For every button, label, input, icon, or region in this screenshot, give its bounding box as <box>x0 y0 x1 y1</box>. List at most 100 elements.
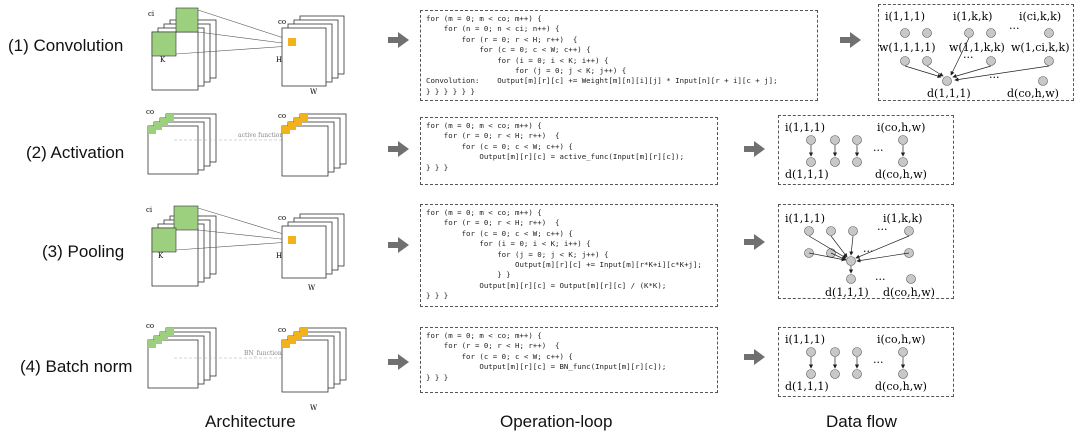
svg-text:d(co,h,w): d(co,h,w) <box>1007 87 1059 100</box>
svg-text:d(co,h,w): d(co,h,w) <box>883 286 935 299</box>
code-line: for (m = 0; m < co; m++) { <box>426 331 542 340</box>
k-label: K <box>160 56 166 64</box>
code-line: for (c = 0; c < W; c++) { <box>426 141 573 151</box>
arrow-icon <box>388 32 409 48</box>
caption-architecture: Architecture <box>205 412 296 431</box>
svg-text:d(co,h,w): d(co,h,w) <box>875 168 927 181</box>
pooling-architecture-diagram: ci K co H W <box>146 205 345 292</box>
activation-code-box: for (m = 0; m < co; m++) { for (r = 0; r… <box>420 117 718 185</box>
code-line: for (c = 0; c < W; c++) { <box>426 45 591 55</box>
code-line: for (r = 0; r < H; r++) { <box>426 218 560 228</box>
code-line: for (m = 0; m < co; m++) { <box>426 208 542 217</box>
ci-label: ci <box>148 10 155 18</box>
code-line: Output[m][r][c] = BN_func(Input[m][r][c]… <box>426 362 667 372</box>
code-line: Output[m][r][c] += Input[m][r*K+i][c*K+j… <box>426 260 702 270</box>
arrow-icon <box>388 354 409 370</box>
active-function-label: active function <box>238 132 283 139</box>
batch-norm-dataflow-graph: i(1,1,1) i(co,h,w) ··· d(1,1,1) d(co,h,w… <box>785 333 927 393</box>
svg-text:d(1,1,1): d(1,1,1) <box>785 168 829 181</box>
svg-text:d(co,h,w): d(co,h,w) <box>875 380 927 393</box>
convolution-dataflow-box: i(1,1,1) i(1,k,k) i(ci,k,k) ··· w(1,1,1,… <box>878 4 1074 101</box>
svg-text:···: ··· <box>873 356 884 369</box>
row-label-activation: (2) Activation <box>26 143 125 162</box>
code-line: for (i = 0; i < K; i++) { <box>426 55 609 65</box>
svg-text:i(ci,k,k): i(ci,k,k) <box>1019 10 1061 23</box>
svg-text:K: K <box>158 252 164 260</box>
code-line: for (c = 0; c < W; c++) { <box>426 228 573 238</box>
svg-text:i(co,h,w): i(co,h,w) <box>877 333 925 346</box>
w-label: W <box>310 88 318 96</box>
code-line: for (c = 0; c < W; c++) { <box>426 351 573 361</box>
activation-architecture-diagram: co active function co <box>146 108 347 177</box>
code-line: } } } <box>426 162 449 172</box>
row-label-batch-norm: (4) Batch norm <box>20 357 133 376</box>
code-line: Convolution: Output[m][r][c] += Weight[m… <box>426 76 778 86</box>
svg-text:···: ··· <box>875 273 886 286</box>
caption-data-flow: Data flow <box>826 412 897 431</box>
code-line: } } } <box>426 372 449 382</box>
code-line: for (m = 0; m < co; m++) { <box>426 121 542 130</box>
batch-norm-dataflow-box: i(1,1,1) i(co,h,w) ··· d(1,1,1) d(co,h,w… <box>778 327 954 397</box>
svg-text:i(1,k,k): i(1,k,k) <box>953 10 992 23</box>
pooling-dataflow-box: i(1,1,1) i(1,k,k) ··· ··· ··· d(1,1,1) d… <box>778 204 954 299</box>
svg-text:co: co <box>278 112 286 120</box>
row-label-convolution: (1) Convolution <box>8 36 124 55</box>
arrow-icon <box>744 349 765 365</box>
arrow-icon <box>744 141 765 157</box>
co-label: co <box>278 18 286 26</box>
arrow-icon <box>744 234 765 250</box>
pooling-dataflow-graph: i(1,1,1) i(1,k,k) ··· ··· ··· d(1,1,1) d… <box>785 212 935 299</box>
svg-text:···: ··· <box>963 51 974 64</box>
row-label-pooling: (3) Pooling <box>42 242 125 261</box>
svg-text:co: co <box>278 326 286 334</box>
svg-text:···: ··· <box>863 245 874 258</box>
batch-norm-architecture-diagram: co BN_function co W <box>146 322 347 412</box>
code-line: for (r = 0; r < H; r++) { <box>426 34 578 44</box>
svg-text:i(1,1,1): i(1,1,1) <box>885 10 925 23</box>
arrow-icon <box>388 141 409 157</box>
convolution-dataflow-graph: i(1,1,1) i(1,k,k) i(ci,k,k) ··· w(1,1,1,… <box>879 10 1070 100</box>
code-line: for (r = 0; r < H; r++) { <box>426 341 560 351</box>
arrow-icon <box>388 237 409 253</box>
code-line: } } } <box>426 291 449 301</box>
code-line: for (j = 0; j < K; j++) { <box>426 249 609 259</box>
svg-text:···: ··· <box>1009 22 1020 35</box>
batch-norm-code-box: for (m = 0; m < co; m++) { for (r = 0; r… <box>420 327 718 393</box>
svg-text:···: ··· <box>877 223 888 236</box>
convolution-architecture-diagram: ci K co H W <box>148 7 345 96</box>
svg-text:H: H <box>276 252 282 260</box>
arrow-icon <box>840 32 861 48</box>
h-label: H <box>276 56 282 64</box>
code-line: } } } } } } <box>426 86 475 96</box>
svg-text:d(1,1,1): d(1,1,1) <box>825 286 869 299</box>
svg-text:co: co <box>146 322 154 330</box>
svg-text:i(1,1,1): i(1,1,1) <box>785 212 825 225</box>
svg-text:d(1,1,1): d(1,1,1) <box>785 380 829 393</box>
activation-dataflow-box: i(1,1,1) i(co,h,w) ··· d(1,1,1) d(co,h,w… <box>778 115 954 185</box>
code-line: for (m = 0; m < co; m++) { <box>426 14 542 23</box>
bn-function-label: BN_function <box>244 350 282 357</box>
svg-text:···: ··· <box>989 71 1000 84</box>
code-line: Output[m][r][c] = Output[m][r][c] / (K*K… <box>426 280 667 290</box>
code-line: for (r = 0; r < H; r++) { <box>426 131 560 141</box>
svg-text:i(co,h,w): i(co,h,w) <box>877 121 925 134</box>
code-line: for (j = 0; j < K; j++) { <box>426 66 627 76</box>
svg-text:···: ··· <box>873 144 884 157</box>
code-line: for (i = 0; i < K; i++) { <box>426 239 591 249</box>
svg-text:co: co <box>146 108 154 116</box>
code-line: for (n = 0; n < ci; n++) { <box>426 24 560 34</box>
svg-text:d(1,1,1): d(1,1,1) <box>927 87 971 100</box>
svg-text:w(1,ci,k,k): w(1,ci,k,k) <box>1011 41 1070 54</box>
code-line: Output[m][r][c] = active_func(Input[m][r… <box>426 152 685 162</box>
svg-text:W: W <box>308 284 316 292</box>
svg-text:i(1,k,k): i(1,k,k) <box>883 212 922 225</box>
svg-text:w(1,1,1,1): w(1,1,1,1) <box>879 41 935 54</box>
convolution-code-box: for (m = 0; m < co; m++) { for (n = 0; n… <box>420 10 818 101</box>
svg-text:W: W <box>310 404 318 412</box>
activation-dataflow-graph: i(1,1,1) i(co,h,w) ··· d(1,1,1) d(co,h,w… <box>785 121 927 181</box>
svg-text:co: co <box>278 214 286 222</box>
svg-text:i(1,1,1): i(1,1,1) <box>785 121 825 134</box>
caption-operation-loop: Operation-loop <box>500 412 613 431</box>
pooling-code-box: for (m = 0; m < co; m++) { for (r = 0; r… <box>420 204 718 307</box>
code-line: } } <box>426 270 511 280</box>
